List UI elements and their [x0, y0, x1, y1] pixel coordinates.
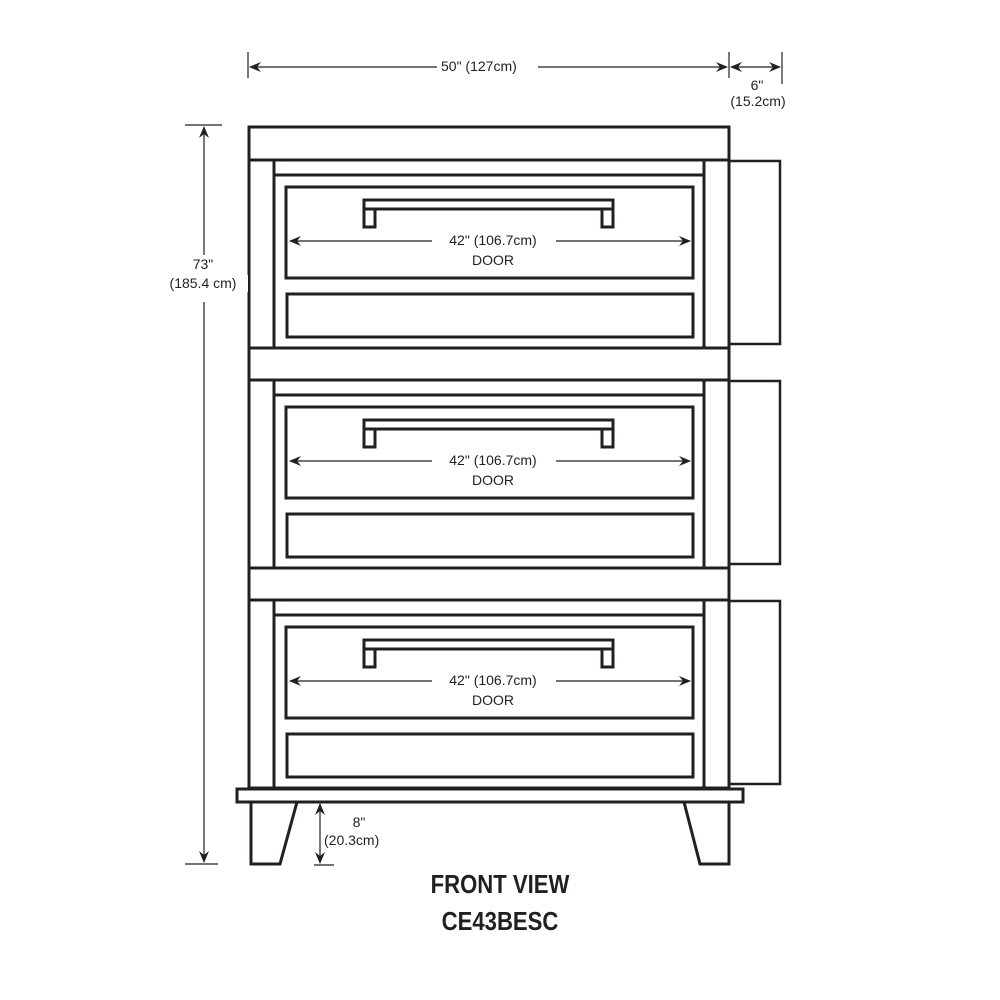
right-leg — [682, 801, 731, 866]
deck-3 — [247, 598, 782, 790]
deck-3-door-width: 42" (106.7cm) — [433, 672, 553, 689]
model-number: CE43BESC — [441, 906, 559, 936]
leg-height-metric: (20.3cm) — [324, 832, 380, 848]
left-leg — [249, 801, 299, 866]
leg-height-imperial: 8" — [352, 814, 366, 830]
deck-3-door-label: DOOR — [472, 692, 514, 708]
deck-1-door-label: DOOR — [472, 252, 514, 268]
overall-height-imperial: 73" — [170, 256, 236, 273]
deck-separator-2 — [247, 566, 731, 602]
leg-height-dimension — [314, 803, 334, 866]
side-depth-metric: (15.2cm) — [730, 93, 786, 109]
overall-height-metric: (185.4 cm) — [158, 275, 248, 292]
deck-1-door-width: 42" (106.7cm) — [433, 232, 553, 249]
deck-2 — [247, 378, 782, 570]
side-depth-imperial: 6" — [750, 77, 764, 93]
deck-2-door-label: DOOR — [472, 472, 514, 488]
overall-width-dimension — [247, 52, 783, 84]
overall-height-dimension — [185, 124, 222, 865]
deck-separator-1 — [247, 346, 731, 382]
base-platform — [235, 787, 745, 804]
view-title: FRONT VIEW — [430, 869, 570, 899]
deck-2-door-width: 42" (106.7cm) — [433, 452, 553, 469]
top-cap — [247, 125, 731, 162]
overall-width-label: 50" (127cm) — [437, 58, 521, 75]
